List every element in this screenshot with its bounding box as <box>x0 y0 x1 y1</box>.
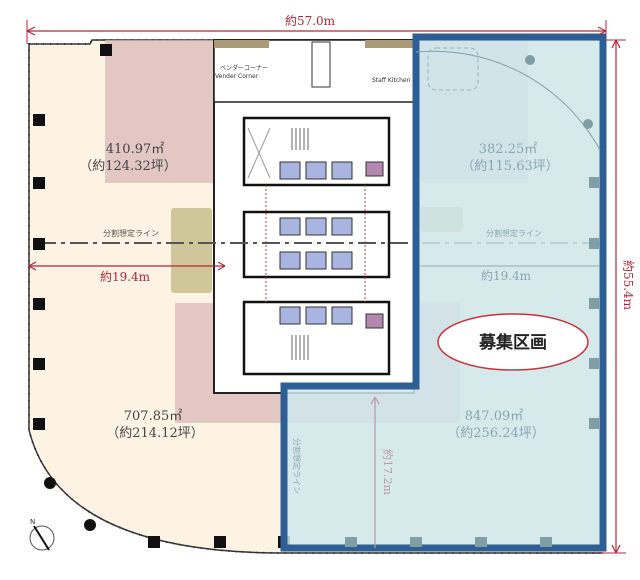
split-line-label-right: 分割想定ライン <box>486 228 542 238</box>
zone-olive-left <box>171 208 212 293</box>
split-line-label-left: 分割想定ライン <box>103 228 159 238</box>
right-width-label: 約19.4m <box>481 268 532 283</box>
recruitment-area[interactable] <box>280 33 607 552</box>
area-top-right-tsubo: （約115.63坪） <box>461 159 559 174</box>
vender-corner-en-label: Vender Corner <box>215 73 259 80</box>
svg-text:N: N <box>30 518 35 526</box>
north-arrow-icon: N <box>29 518 55 551</box>
left-width-label: 約19.4m <box>100 269 151 284</box>
columns <box>33 44 290 548</box>
total-width-label: 約57.0m <box>285 13 336 28</box>
area-bottom-right-tsubo: （約256.24坪） <box>447 426 545 441</box>
area-top-left-tsubo: （約124.32坪） <box>79 159 177 174</box>
building-core: ベンダーコーナー Vender Corner Staff Kitchen <box>213 39 415 394</box>
zone-top-left <box>105 40 216 183</box>
recruitment-badge: 募集区画 <box>437 313 589 371</box>
area-bottom-left-tsubo: （約214.12坪） <box>106 426 204 441</box>
split-line-label-vertical: 分割想定ライン <box>292 438 302 494</box>
area-bottom-left-sqm: 707.85㎡ <box>124 409 183 424</box>
area-bottom-right-sqm: 847.09㎡ <box>465 409 524 424</box>
columns-right <box>345 55 599 547</box>
recruitment-badge-label: 募集区画 <box>478 332 547 353</box>
staff-kitchen-label: Staff Kitchen <box>372 77 411 84</box>
area-top-left-sqm: 410.97㎡ <box>106 142 165 157</box>
area-top-right-sqm: 382.25㎡ <box>479 142 538 157</box>
elevators <box>279 161 384 329</box>
total-height-label: 約55.4m <box>621 260 636 311</box>
lower-depth-label: 約17.2m <box>381 449 395 495</box>
vender-corner-label: ベンダーコーナー <box>220 64 268 72</box>
